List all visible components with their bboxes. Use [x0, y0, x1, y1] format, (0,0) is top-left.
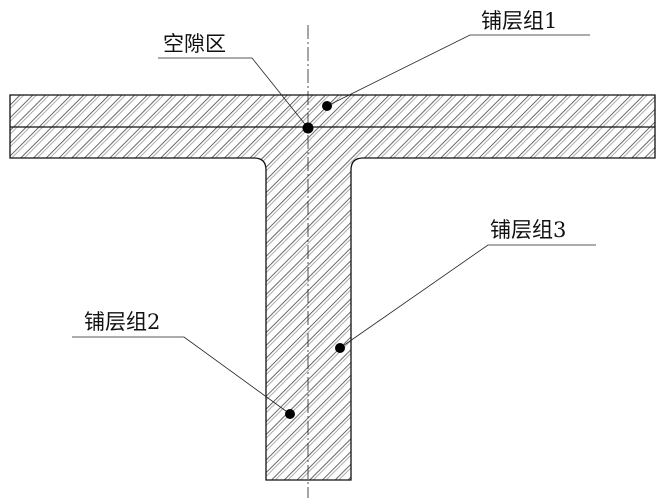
gap-zone-dot [302, 122, 314, 134]
ply-group-3-dot [335, 343, 345, 353]
leader-gap-zone [158, 57, 309, 129]
t-section-body [9, 94, 656, 481]
ply-group-2-dot [285, 409, 295, 419]
leader-ply-group-3 [339, 244, 596, 349]
gap-zone-label: 空隙区 [163, 32, 226, 56]
ply-group-3-label: 铺层组3 [490, 218, 567, 242]
leader-ply-group-1 [326, 34, 590, 107]
ply-group-1-dot [322, 101, 332, 111]
ply-group-1-label: 铺层组1 [481, 9, 558, 33]
ply-group-2-label: 铺层组2 [84, 310, 161, 334]
leader-ply-group-2 [72, 336, 291, 415]
